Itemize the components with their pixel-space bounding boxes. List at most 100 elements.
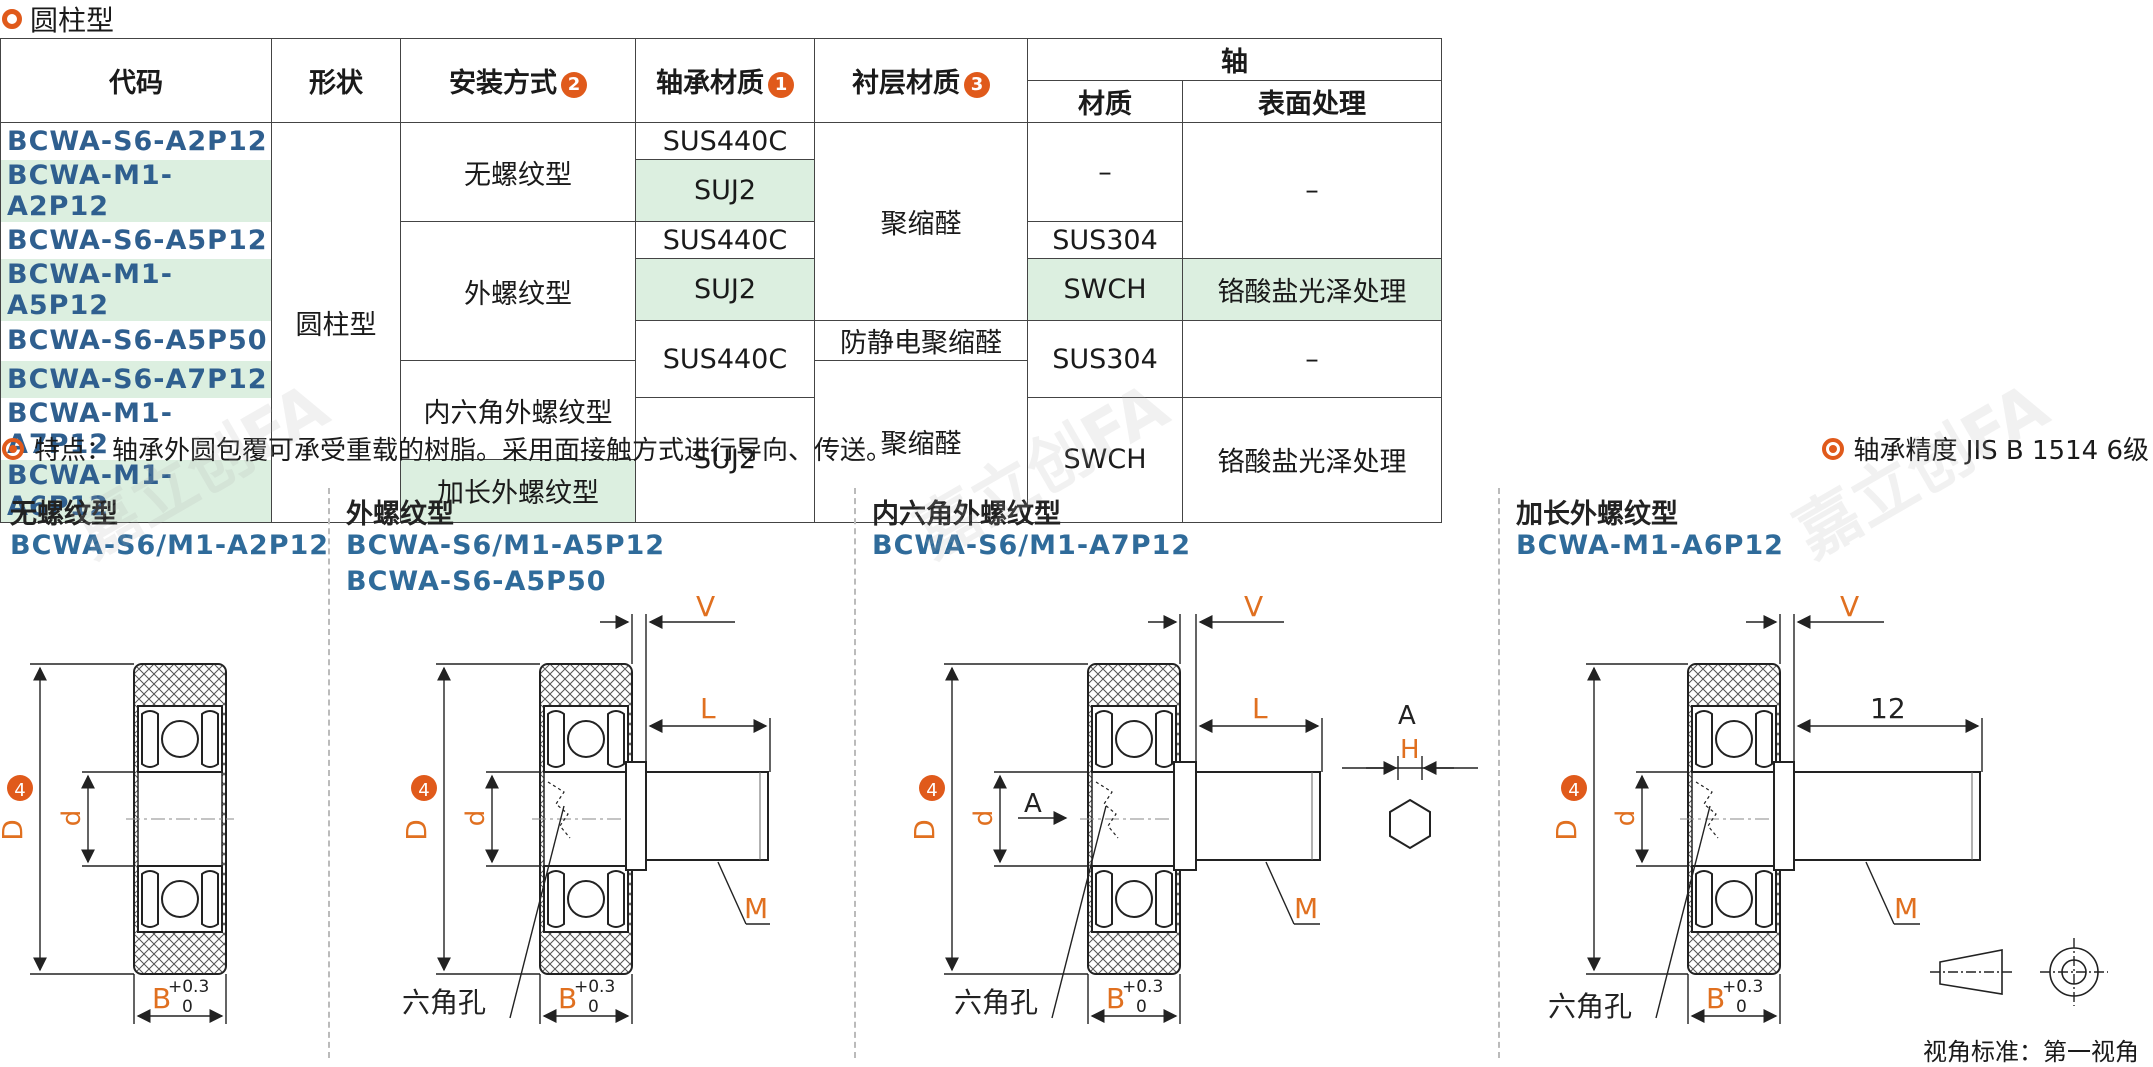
- thread-shaft: [1773, 761, 1981, 871]
- section-code[interactable]: BCWA-S6/M1-A7P12: [872, 530, 1192, 561]
- section-title-hex-thread: 内六角外螺纹型: [872, 499, 1061, 530]
- product-code[interactable]: BCWA-M1-A7P12: [0, 397, 272, 460]
- shaft-material-cell: SUS304: [1027, 320, 1183, 398]
- dim-M: M: [1294, 892, 1318, 925]
- dim-B: B: [558, 982, 577, 1015]
- dim-D: D: [908, 819, 941, 841]
- shaft-surface-cell: 铬酸盐光泽处理: [1182, 397, 1442, 523]
- section-A-marker: A: [1024, 789, 1042, 819]
- section-code[interactable]: BCWA-S6-A5P50: [346, 566, 607, 597]
- dim-D: D: [0, 819, 29, 841]
- dim-d: d: [461, 810, 491, 827]
- dim-D-num: 4: [1568, 780, 1579, 801]
- dim-B: B: [152, 982, 171, 1015]
- product-code[interactable]: BCWA-S6-A7P12: [0, 360, 272, 398]
- lining-cell: 聚缩醛: [814, 360, 1028, 523]
- thread-shaft: [625, 761, 769, 871]
- dim-D: D: [1550, 819, 1583, 841]
- header-shaft-surface: 表面处理: [1182, 80, 1442, 123]
- dim-L: L: [700, 692, 716, 725]
- section-title-male-thread: 外螺纹型: [346, 499, 454, 530]
- section-title: 圆柱型: [2, 2, 115, 37]
- section-title-no-thread: 无螺纹型: [10, 499, 118, 530]
- dim-D-num: 4: [926, 780, 937, 801]
- dim-L: L: [1252, 692, 1268, 725]
- dim-H: H: [1400, 735, 1420, 765]
- hex-hole-label: 六角孔: [1548, 990, 1632, 1023]
- header-shaft-material: 材质: [1027, 80, 1183, 123]
- projection-footnote: 视角标准：第一视角: [1923, 1038, 2139, 1066]
- header-shaft: 轴: [1027, 38, 1442, 81]
- view-A-label: A: [1398, 701, 1416, 731]
- bearing-cell: SUJ2: [635, 159, 815, 222]
- dim-D-num: 4: [14, 780, 25, 801]
- shaft-surface-cell: –: [1182, 122, 1442, 259]
- table-row: BCWA-M1-A7P12 SUJ2 SWCH 铬酸盐光泽处理: [0, 397, 1442, 523]
- feature-note: 特点：轴承外圆包覆可承受重载的树脂。采用面接触方式进行导向、传送。: [2, 430, 892, 467]
- product-code[interactable]: BCWA-M1-A6P12: [0, 459, 272, 523]
- section-divider: [1498, 488, 1500, 1058]
- note-2-icon: 2: [561, 71, 587, 98]
- bearing-cell: SUS440C: [635, 320, 815, 398]
- bearing-cell: SUJ2: [635, 258, 815, 321]
- dim-M: M: [744, 892, 768, 925]
- hex-hole-label: 六角孔: [402, 986, 486, 1019]
- bullet-icon: [2, 437, 24, 460]
- product-code[interactable]: BCWA-S6-A5P12: [0, 221, 272, 259]
- dim-M: M: [1894, 892, 1918, 925]
- table-row: BCWA-S6-A5P50 SUS440C 防静电聚缩醛 SUS304 –: [0, 320, 1442, 398]
- product-code[interactable]: BCWA-M1-A5P12: [0, 258, 272, 321]
- shaft-material-cell: SWCH: [1027, 397, 1183, 523]
- tol-upper: +0.3: [168, 977, 209, 997]
- lining-cell: 防静电聚缩醛: [814, 320, 1028, 361]
- section-title-text: 圆柱型: [30, 4, 115, 37]
- dim-V: V: [1840, 590, 1859, 623]
- note-1-icon: 1: [768, 71, 794, 98]
- dim-d: d: [57, 810, 87, 827]
- dim-B: B: [1706, 982, 1725, 1015]
- dim-D-num: 4: [418, 780, 429, 801]
- bearing-cell: SUS440C: [635, 221, 815, 259]
- product-code[interactable]: BCWA-M1-A2P12: [0, 159, 272, 222]
- shaft-surface-cell: 铬酸盐光泽处理: [1182, 258, 1442, 321]
- tol-upper: +0.3: [1122, 977, 1163, 997]
- dim-d: d: [969, 810, 999, 827]
- dim-B: B: [1106, 982, 1125, 1015]
- dim-length-12: 12: [1870, 692, 1906, 725]
- section-title-long-thread: 加长外螺纹型: [1516, 499, 1678, 530]
- product-code[interactable]: BCWA-S6-A2P12: [0, 122, 272, 160]
- section-code[interactable]: BCWA-S6/M1-A5P12: [346, 530, 666, 561]
- section-code[interactable]: BCWA-S6/M1-A2P12: [10, 530, 330, 561]
- product-code[interactable]: BCWA-S6-A5P50: [0, 320, 272, 361]
- tol-lower: 0: [588, 997, 599, 1017]
- header-shape: 形状: [271, 38, 401, 123]
- drawing-hex-thread: [1079, 663, 1189, 975]
- ring-bullet-icon: [2, 9, 22, 29]
- tol-lower: 0: [1136, 997, 1147, 1017]
- precision-note: 轴承精度 JIS B 1514 6级: [1821, 430, 2149, 467]
- mount-cell: 内六角外螺纹型: [400, 360, 636, 460]
- precision-text: 轴承精度 JIS B 1514 6级: [1853, 436, 2149, 466]
- tol-lower: 0: [1736, 997, 1747, 1017]
- feature-text: 特点：轴承外圆包覆可承受重载的树脂。采用面接触方式进行导向、传送。: [34, 436, 893, 466]
- bearing-cell: SUJ2: [635, 397, 815, 523]
- shaft-material-cell: SUS304: [1027, 221, 1183, 259]
- dim-D: D: [400, 819, 433, 841]
- shaft-material-cell: –: [1027, 122, 1183, 222]
- section-code[interactable]: BCWA-M1-A6P12: [1516, 530, 1784, 561]
- bearing-cell: SUS440C: [635, 122, 815, 160]
- dim-V: V: [1244, 590, 1263, 623]
- drawing-long-thread: [1679, 663, 1789, 975]
- tol-lower: 0: [182, 997, 193, 1017]
- tol-upper: +0.3: [574, 977, 615, 997]
- table-row: BCWA-S6-A5P12 外螺纹型 SUS440C SUS304: [0, 221, 1442, 361]
- table-row: BCWA-M1-A6P12 加长外螺纹型: [0, 459, 1442, 523]
- header-code: 代码: [0, 38, 272, 123]
- bullet-icon: [1821, 437, 1844, 460]
- thread-shaft: [1173, 761, 1321, 871]
